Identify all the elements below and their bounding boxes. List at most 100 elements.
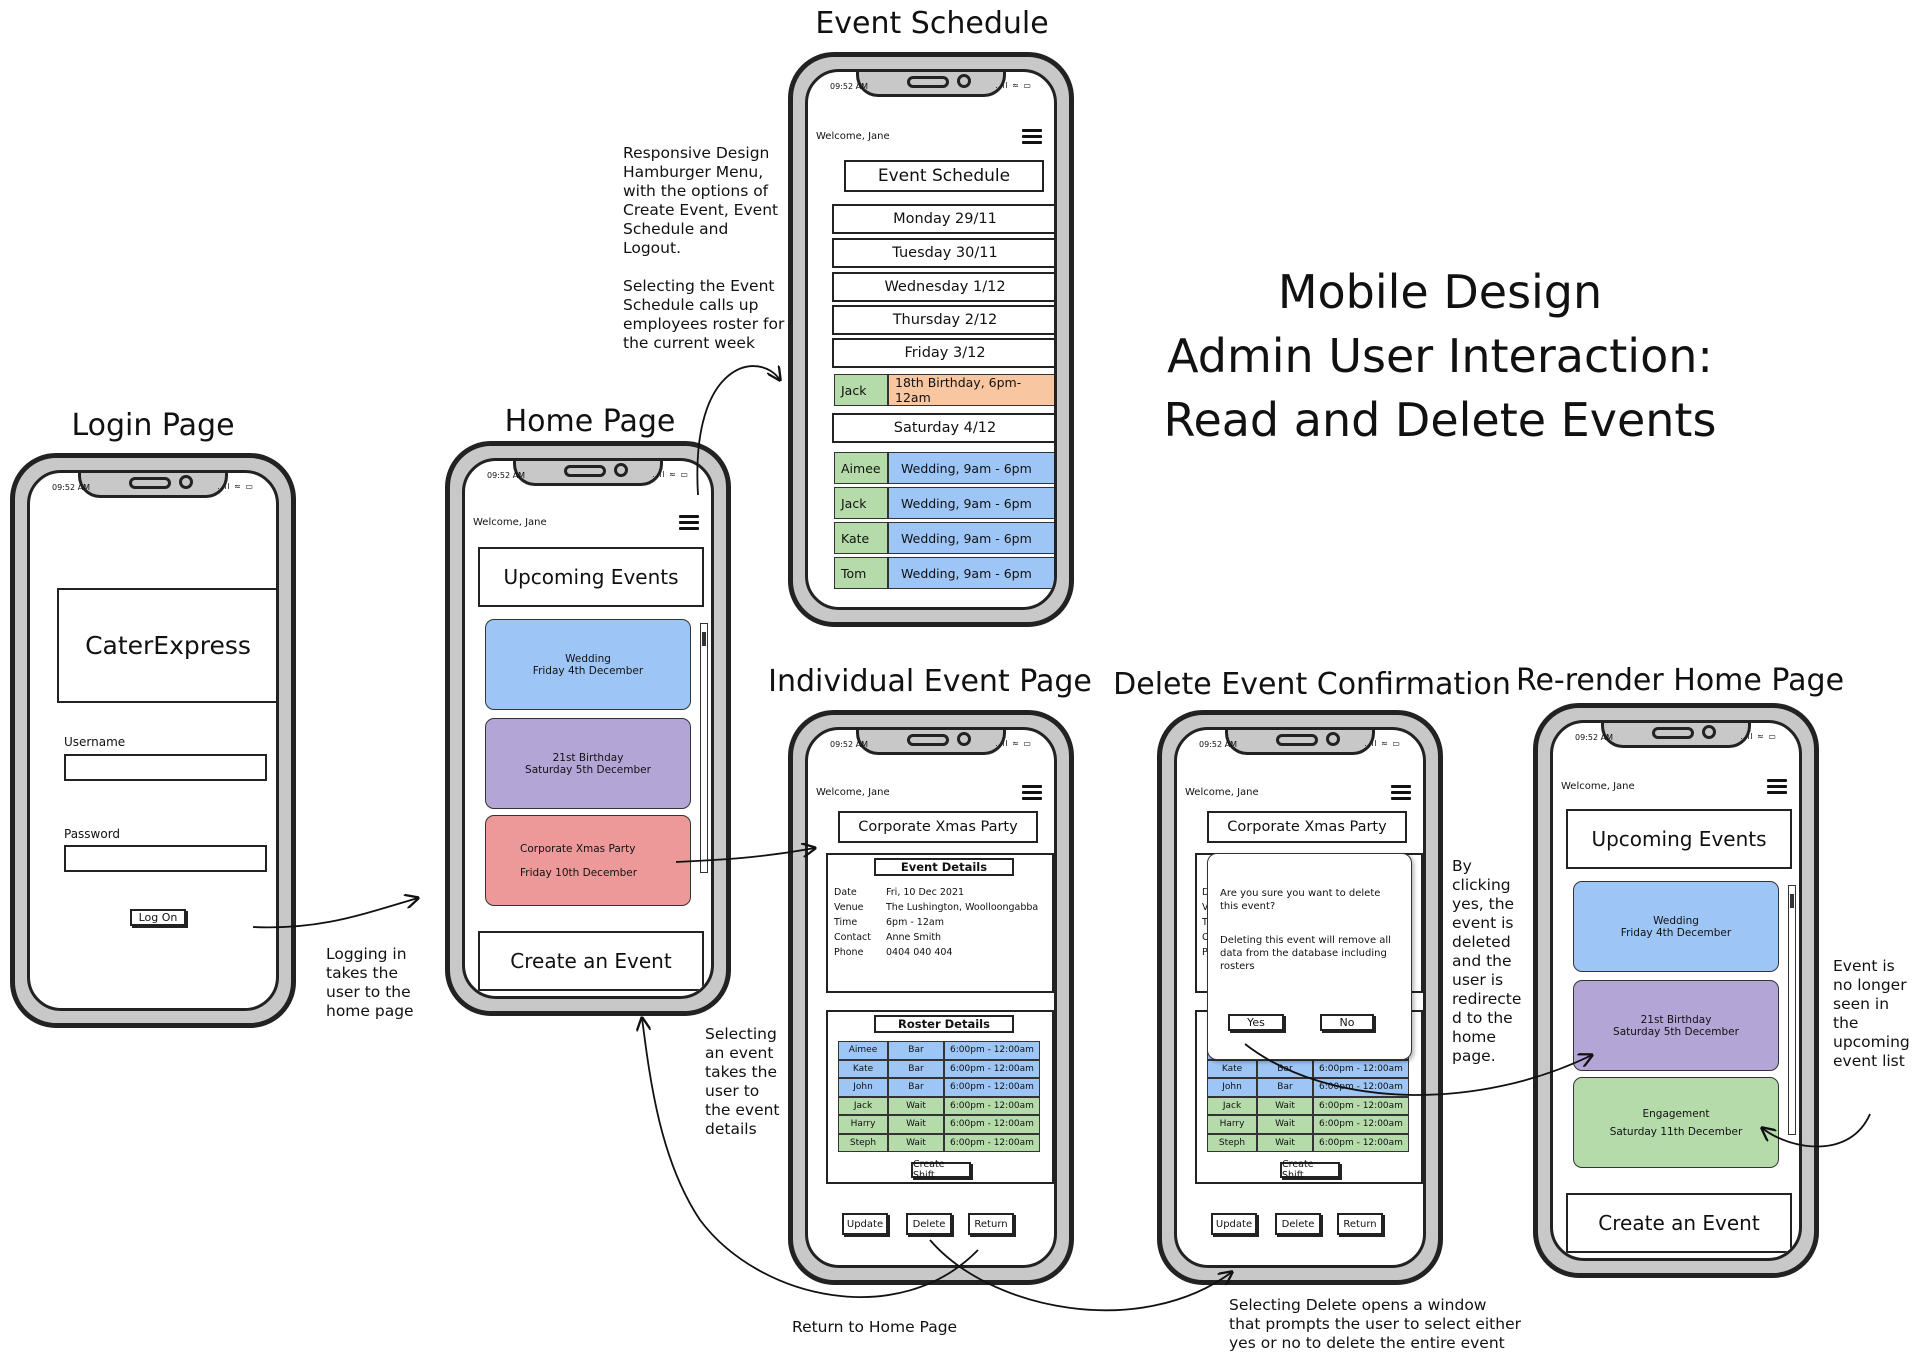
phone-notch [856,72,1006,97]
yes-button[interactable]: Yes [1228,1014,1284,1031]
update-button[interactable]: Update [842,1213,888,1235]
status-time: 09:52 AM [830,740,868,749]
detail-label: P [1202,947,1208,958]
event-card-xmas-party[interactable]: Corporate Xmas Party Friday 10th Decembe… [485,815,691,906]
schedule-entry-row[interactable]: Jack Wedding, 9am - 6pm [834,487,1054,519]
status-time: 09:52 AM [52,483,90,492]
roster-role: Bar [888,1078,944,1097]
day-row-saturday[interactable]: Saturday 4/12 [832,413,1054,443]
delete-button[interactable]: Delete [1275,1213,1321,1235]
password-label: Password [64,827,121,841]
status-time: 09:52 AM [1575,733,1613,742]
employee-name: Jack [834,487,888,519]
day-label: Friday 3/12 [904,345,986,361]
hamburger-menu-icon[interactable] [1391,785,1411,800]
event-title: Corporate Xmas Party [1227,819,1387,835]
day-label: Monday 29/11 [893,211,997,227]
event-name: 21st Birthday [1640,1013,1712,1026]
event-title-box: Corporate Xmas Party [838,811,1038,843]
detail-label: Contact [834,932,871,943]
roster-shift: 6:00pm - 12:00am [1313,1078,1409,1097]
event-schedule-title: Event Schedule [815,6,1049,41]
username-input[interactable] [64,754,267,781]
day-row-wednesday[interactable]: Wednesday 1/12 [832,272,1054,302]
hamburger-menu-icon[interactable] [1022,785,1042,800]
event-date: Saturday 11th December [1609,1125,1743,1138]
day-row-tuesday[interactable]: Tuesday 30/11 [832,238,1054,268]
create-shift-button[interactable]: Create Shift [911,1159,971,1181]
hamburger-menu-icon[interactable] [1022,129,1042,144]
roster-name: John [838,1078,888,1097]
event-card-wedding[interactable]: Wedding Friday 4th December [485,619,691,710]
create-event-button[interactable]: Create an Event [478,931,704,991]
event-title: Corporate Xmas Party [858,819,1018,835]
diagram-heading: Mobile Design Admin User Interaction: Re… [1150,260,1730,452]
roster-name: Harry [1207,1115,1257,1134]
roster-name: Kate [838,1059,888,1078]
day-row-friday[interactable]: Friday 3/12 [832,338,1054,368]
by-clicking-note: By clicking yes, the event is deleted an… [1452,857,1522,1065]
roster-role: Bar [888,1041,944,1060]
roster-shift: 6:00pm - 12:00am [1313,1133,1409,1152]
rerender-home-title: Re-render Home Page [1515,663,1845,698]
roster-shift: 6:00pm - 12:00am [944,1041,1040,1060]
roster-title: Roster Details [874,1015,1014,1033]
password-input[interactable] [64,845,267,872]
return-button[interactable]: Return [968,1213,1014,1235]
status-icons: ..ıl ≈ ▭ [652,470,689,479]
employee-name: Kate [834,522,888,554]
phone-notch [1225,730,1375,755]
employee-name: Tom [834,557,888,589]
schedule-entry-row[interactable]: Aimee Wedding, 9am - 6pm [834,452,1054,484]
return-button[interactable]: Return [1337,1213,1383,1235]
roster-shift: 6:00pm - 12:00am [944,1078,1040,1097]
roster-role: Wait [1257,1133,1313,1152]
event-card-wedding[interactable]: Wedding Friday 4th December [1573,881,1779,972]
upcoming-events-header: Upcoming Events [478,547,704,607]
roster-name: John [1207,1078,1257,1097]
event-card-birthday[interactable]: 21st Birthday Saturday 5th December [485,718,691,809]
schedule-entry-row[interactable]: Tom Wedding, 9am - 6pm [834,557,1054,589]
roster-role: Wait [888,1096,944,1115]
roster-name: Steph [838,1133,888,1152]
events-scrollbar[interactable] [1788,885,1796,1135]
delete-button[interactable]: Delete [906,1213,952,1235]
roster-name: Aimee [838,1041,888,1060]
log-on-button[interactable]: Log On [130,909,186,926]
day-row-thursday[interactable]: Thursday 2/12 [832,305,1054,335]
status-icons: ..ıl ≈ ▭ [217,482,254,491]
hamburger-note: Responsive Design Hamburger Menu, with t… [623,144,785,352]
roster-role: Wait [888,1115,944,1134]
update-button[interactable]: Update [1211,1213,1257,1235]
detail-label: T [1202,917,1208,928]
day-row-monday[interactable]: Monday 29/11 [832,204,1054,234]
schedule-entry-row[interactable]: Jack 18th Birthday, 6pm-12am [834,374,1054,406]
roster-shift: 6:00pm - 12:00am [944,1133,1040,1152]
delete-opens-note: Selecting Delete opens a window that pro… [1229,1296,1521,1352]
hamburger-menu-icon[interactable] [679,515,699,530]
schedule-screen: 09:52 AM ..ıl ≈ ▭ Welcome, Jane Event Sc… [805,69,1057,610]
delete-confirmation-title: Delete Event Confirmation [1113,667,1511,702]
schedule-entry-row[interactable]: Kate Wedding, 9am - 6pm [834,522,1054,554]
event-details-panel: Event Details Date Venue Time Contact Ph… [826,853,1054,993]
event-name: Wedding [1653,914,1699,927]
event-card-birthday[interactable]: 21st Birthday Saturday 5th December [1573,980,1779,1071]
events-scrollbar[interactable] [700,623,708,873]
create-shift-button[interactable]: Create Shift [1280,1159,1340,1181]
create-event-button[interactable]: Create an Event [1566,1193,1792,1253]
event-date: Friday 4th December [1620,926,1732,939]
hamburger-menu-icon[interactable] [1767,779,1787,794]
no-button[interactable]: No [1320,1014,1374,1031]
event-card-engagement[interactable]: Engagement Saturday 11th December [1573,1077,1779,1168]
